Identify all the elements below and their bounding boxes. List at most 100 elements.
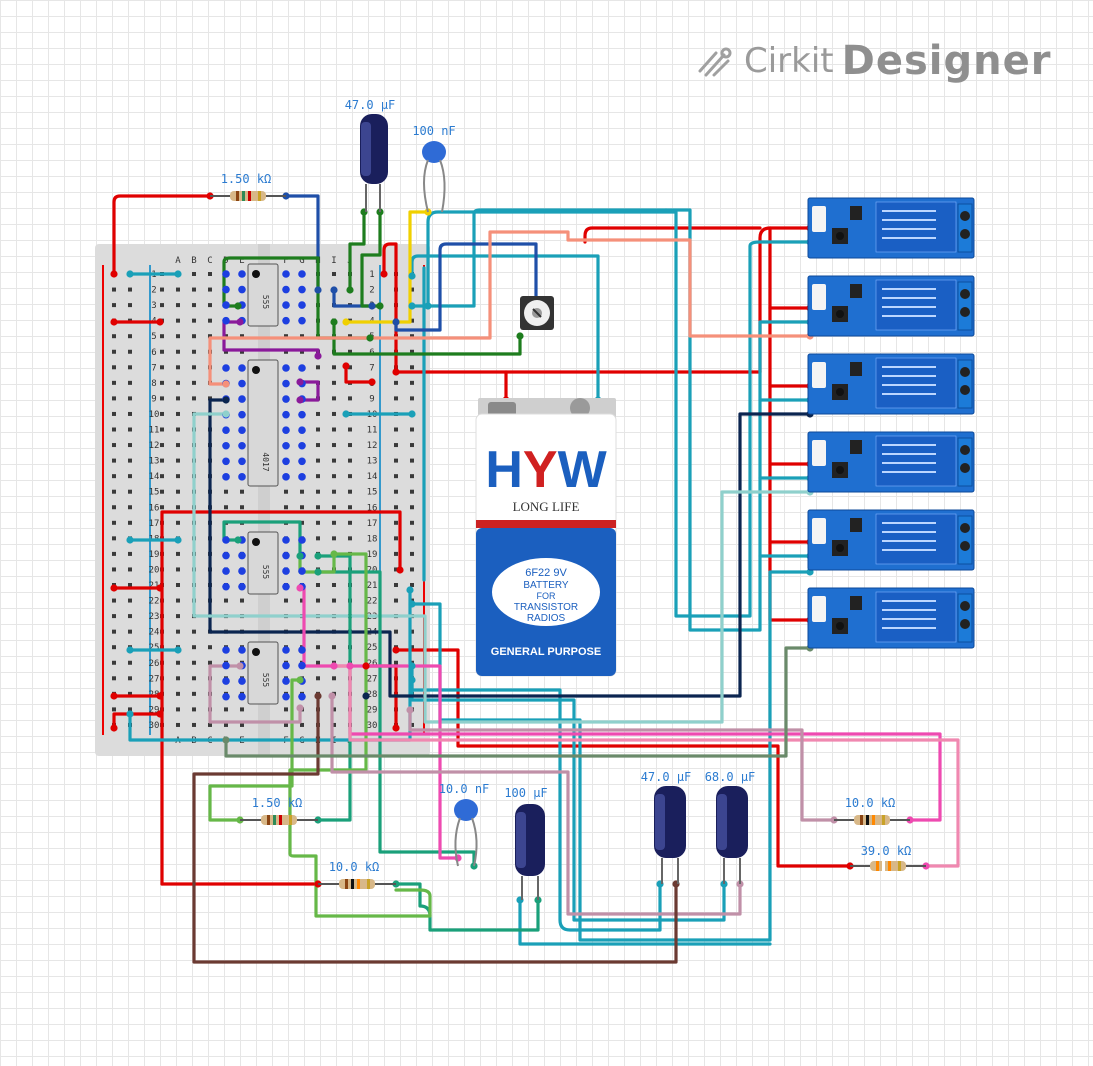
relay-module[interactable]	[807, 353, 975, 415]
wire-lightgreen	[208, 678, 302, 822]
wire-endpoint	[408, 662, 416, 670]
wire-endpoint	[328, 692, 336, 700]
electrolytic-capacitor[interactable]	[360, 114, 388, 212]
ic-pin	[222, 316, 230, 325]
wire-endpoint	[362, 662, 370, 670]
row-label: 15	[149, 488, 160, 498]
wire-endpoint	[392, 724, 400, 732]
electrolytic-capacitor[interactable]	[716, 786, 748, 884]
wire-red	[768, 226, 812, 622]
wire-endpoint	[368, 302, 376, 310]
wire-endpoint	[110, 584, 118, 592]
column-label: F	[283, 256, 288, 266]
ic-pin	[222, 364, 230, 372]
ic-pin	[282, 536, 290, 544]
ic-pin	[222, 582, 230, 591]
ic-label: 555	[261, 673, 270, 688]
wire-salmon	[208, 230, 812, 386]
relay-module[interactable]	[807, 197, 975, 259]
row-label: 30	[149, 721, 160, 731]
ic-pin	[282, 426, 290, 435]
electrolytic-capacitor[interactable]	[654, 786, 686, 884]
wire-green	[348, 210, 366, 292]
relay-module[interactable]	[807, 275, 975, 337]
ic-label: 555	[261, 565, 270, 580]
relay-module[interactable]	[807, 431, 975, 493]
relay-module[interactable]	[807, 587, 975, 649]
wire-endpoint	[156, 318, 164, 326]
ic-555-1[interactable]: 555	[247, 263, 279, 327]
wires[interactable]	[112, 194, 960, 964]
wire-endpoint	[296, 396, 304, 404]
wire-teal	[410, 208, 668, 308]
ic-pin	[222, 536, 230, 544]
row-label: 25	[149, 643, 160, 653]
ic-label: 555	[261, 295, 270, 310]
battery-line2: BATTERY	[523, 580, 569, 591]
column-label: G	[299, 256, 304, 266]
ic-pin	[298, 316, 306, 325]
wire-endpoint	[222, 410, 230, 418]
row-label: 7	[151, 363, 156, 373]
ic-pin	[222, 301, 230, 309]
wire-endpoint	[342, 410, 350, 418]
wire-endpoint	[406, 586, 414, 594]
potentiometer[interactable]	[520, 296, 554, 330]
row-label: 16	[149, 503, 160, 513]
ic-pin	[298, 410, 306, 419]
wire-endpoint	[424, 302, 432, 310]
component-labels: 1.50 kΩ 47.0 µF 100 nF 1.50 kΩ 10.0 kΩ 1…	[221, 98, 912, 874]
row-label: 29	[367, 705, 378, 715]
wire-green	[222, 256, 372, 340]
ic-pin	[282, 364, 290, 372]
wire-endpoint	[330, 318, 338, 326]
wire-endpoint	[346, 286, 354, 294]
column-label: C	[207, 256, 212, 266]
wire-endpoint	[236, 318, 244, 326]
ic-555-2[interactable]: 555	[247, 531, 279, 595]
wire-endpoint	[236, 662, 244, 670]
ic-4017[interactable]: 4017	[247, 359, 279, 487]
row-label: 3	[151, 301, 156, 311]
ic-pin	[238, 567, 246, 575]
wire-endpoint	[368, 378, 376, 386]
wire-endpoint	[376, 302, 384, 310]
label-r-top: 1.50 kΩ	[221, 172, 272, 186]
row-label: 19	[367, 550, 378, 560]
resistor[interactable]	[210, 191, 286, 201]
row-label: 12	[149, 441, 160, 451]
relay-modules[interactable]	[807, 197, 975, 649]
electrolytic-capacitor[interactable]	[515, 804, 545, 900]
ic-pin	[282, 270, 290, 278]
label-r-bot2: 10.0 kΩ	[329, 860, 380, 874]
battery-line5: RADIOS	[527, 613, 566, 624]
ic-pin	[282, 316, 290, 325]
wire-endpoint	[396, 566, 404, 574]
ic-pin	[222, 692, 230, 701]
resistor[interactable]	[834, 815, 910, 825]
ceramic-capacitor[interactable]	[454, 799, 478, 867]
wire-teal	[410, 570, 812, 942]
label-c-bot-68: 68.0 µF	[705, 770, 756, 784]
ic-pin	[298, 473, 306, 481]
ic-555-3[interactable]: 555	[247, 641, 279, 705]
label-c-top-elec: 47.0 µF	[345, 98, 396, 112]
resistor[interactable]	[318, 879, 396, 889]
resistor[interactable]	[850, 861, 926, 871]
ic-pin	[222, 457, 230, 466]
resistor[interactable]	[240, 815, 318, 825]
label-c-bot-cer: 10.0 nF	[439, 782, 490, 796]
wire-endpoint	[110, 724, 118, 732]
relay-module[interactable]	[807, 509, 975, 571]
battery-9v[interactable]: HYW LONG LIFE 6F22 9V BATTERY FOR TRANSI…	[475, 398, 617, 677]
ic-pin	[222, 473, 230, 481]
ceramic-capacitor[interactable]	[422, 141, 446, 213]
ic-pin	[238, 410, 246, 419]
wire-endpoint	[314, 552, 322, 560]
ic-pin	[222, 661, 230, 670]
ic-pin	[238, 379, 246, 388]
ic-pin	[238, 692, 246, 701]
wire-endpoint	[342, 362, 350, 370]
row-label: 12	[367, 441, 378, 451]
wire-endpoint	[234, 302, 242, 310]
